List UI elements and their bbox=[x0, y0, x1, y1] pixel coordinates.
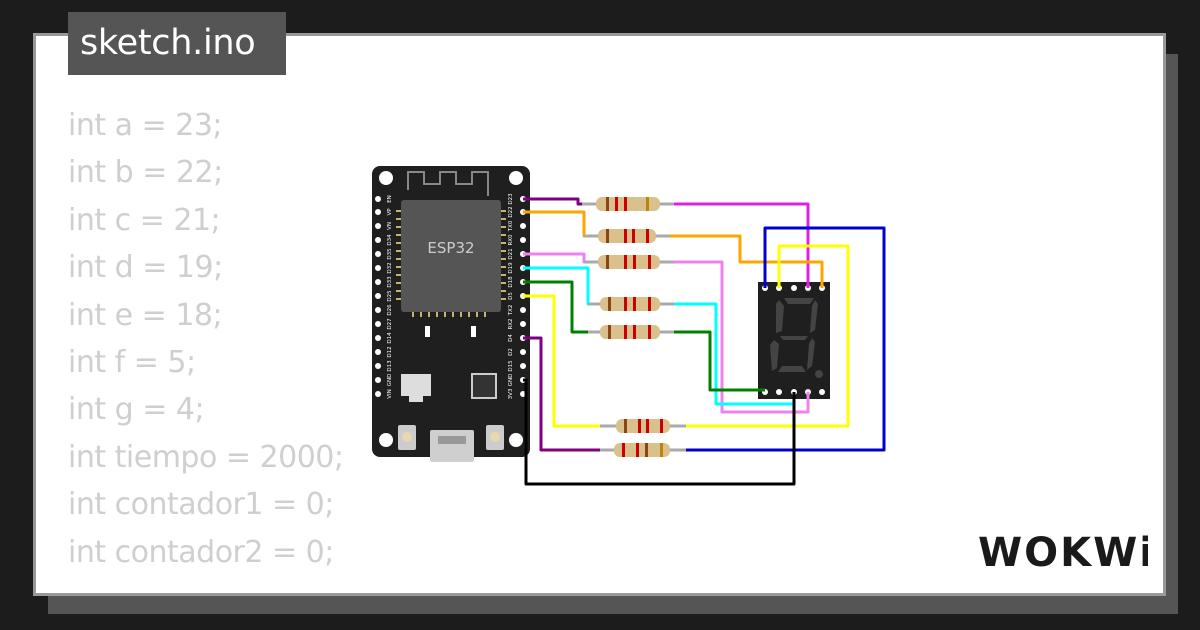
pin-label: D34 bbox=[387, 234, 393, 246]
pin-label: EN bbox=[387, 195, 393, 203]
pin-label: D26 bbox=[387, 304, 393, 316]
pin-label: D22 bbox=[508, 206, 514, 217]
wire-c-to-display[interactable] bbox=[660, 260, 810, 414]
wire-d-to-resistor[interactable] bbox=[523, 266, 600, 306]
usb-slot bbox=[438, 436, 466, 444]
pin-label: D35 bbox=[387, 248, 393, 260]
pin-label: D15 bbox=[508, 360, 514, 372]
code-line: int a = 23; bbox=[68, 108, 223, 143]
code-line: int contador2 = 0; bbox=[68, 534, 334, 570]
usb-uart-chip bbox=[471, 373, 497, 399]
left-pin-labels: EN VP VN D34 D35 D32 D33 D25 D26 D27 D14… bbox=[387, 195, 393, 399]
code-line: int tiempo = 2000; bbox=[68, 439, 344, 475]
mounting-hole bbox=[379, 171, 393, 185]
resistor[interactable] bbox=[588, 297, 674, 311]
wire-f-to-display[interactable] bbox=[670, 244, 850, 428]
display-segments bbox=[770, 298, 818, 372]
esp32-module bbox=[401, 200, 501, 312]
boot-button-cap bbox=[402, 432, 412, 442]
pin-label: D13 bbox=[387, 360, 393, 372]
wire-g-to-display[interactable] bbox=[670, 226, 886, 452]
wire-a-to-display[interactable] bbox=[660, 202, 810, 288]
decimal-point bbox=[815, 370, 823, 378]
preview-card bbox=[33, 33, 1166, 596]
code-line: int d = 19; bbox=[68, 250, 223, 286]
pin-label: TX2 bbox=[508, 305, 514, 317]
wire-e-to-display[interactable] bbox=[660, 330, 765, 392]
wires bbox=[523, 197, 886, 486]
resistor[interactable] bbox=[584, 255, 674, 269]
pin-label: VIN bbox=[387, 389, 393, 399]
pin-label: D21 bbox=[508, 248, 514, 259]
seven-segment-display[interactable] bbox=[758, 282, 830, 399]
pin-label: D33 bbox=[387, 276, 393, 288]
file-name-tab[interactable]: sketch.ino bbox=[68, 12, 286, 75]
mounting-hole bbox=[509, 433, 523, 447]
smd-part bbox=[425, 326, 430, 337]
mounting-hole bbox=[379, 433, 393, 447]
resistor[interactable] bbox=[588, 325, 674, 339]
resistor[interactable] bbox=[584, 229, 670, 243]
code-line: int b = 22; bbox=[68, 155, 223, 191]
chip-label: ESP32 bbox=[427, 239, 474, 257]
pin-label: RX0 bbox=[508, 234, 514, 246]
code-line: int e = 18; bbox=[68, 297, 223, 333]
pin-label: D27 bbox=[387, 318, 393, 330]
left-header-pins bbox=[375, 196, 381, 397]
pin-label: D5 bbox=[508, 292, 514, 300]
logo-text: WOKWi bbox=[978, 530, 1148, 576]
wire-gnd-to-display[interactable] bbox=[523, 378, 796, 486]
pin-label: D2 bbox=[508, 348, 514, 356]
resistor[interactable] bbox=[600, 419, 686, 433]
pin-label: GND bbox=[508, 374, 514, 387]
resistor[interactable] bbox=[582, 197, 674, 211]
pin-label: D32 bbox=[387, 262, 393, 273]
mounting-hole bbox=[509, 171, 523, 185]
voltage-regulator bbox=[401, 374, 431, 396]
wire-g-to-resistor[interactable] bbox=[523, 336, 614, 452]
usb-port bbox=[430, 430, 474, 462]
pin-label: VN bbox=[387, 222, 393, 230]
pin-label: D18 bbox=[508, 276, 514, 288]
module-pads bbox=[396, 210, 506, 317]
code-line: int f = 5; bbox=[68, 344, 196, 380]
antenna-trace bbox=[407, 171, 489, 196]
wire-e-to-resistor[interactable] bbox=[523, 280, 600, 334]
wire-f-to-resistor[interactable] bbox=[523, 294, 616, 428]
code-line: int c = 21; bbox=[68, 202, 221, 238]
wire-b-to-display[interactable] bbox=[656, 234, 824, 288]
pin-label: D25 bbox=[387, 290, 393, 302]
pin-label: D4 bbox=[508, 334, 514, 342]
pin-label: GND bbox=[387, 374, 393, 387]
pin-label: D12 bbox=[387, 346, 393, 357]
right-pin-labels: D23 D22 TX0 RX0 D21 D19 D18 D5 TX2 RX2 D… bbox=[508, 193, 514, 400]
wire-b-to-resistor[interactable] bbox=[523, 210, 598, 238]
code-preview: int a = 23; int b = 22; int c = 21; int … bbox=[68, 102, 344, 576]
esp32-board[interactable]: ESP32 EN VP VN D34 D35 D32 D33 D25 D2 bbox=[372, 166, 530, 462]
pin-label: D19 bbox=[508, 262, 514, 274]
reset-button-cap bbox=[490, 432, 500, 442]
pin-label: TX0 bbox=[508, 220, 514, 232]
pin-label: D14 bbox=[387, 332, 393, 344]
resistors bbox=[582, 197, 686, 457]
resistor[interactable] bbox=[600, 443, 686, 457]
pin-label: 3V3 bbox=[508, 388, 514, 399]
pin-label: RX2 bbox=[508, 318, 514, 329]
wokwi-logo: WOKWi bbox=[978, 530, 1148, 576]
regulator-tab bbox=[409, 396, 423, 402]
code-line: int contador1 = 0; bbox=[68, 487, 334, 523]
pin-label: VP bbox=[387, 208, 393, 216]
code-line: int g = 4; bbox=[68, 392, 205, 428]
smd-part bbox=[471, 326, 476, 337]
pin-label: D23 bbox=[508, 193, 514, 205]
